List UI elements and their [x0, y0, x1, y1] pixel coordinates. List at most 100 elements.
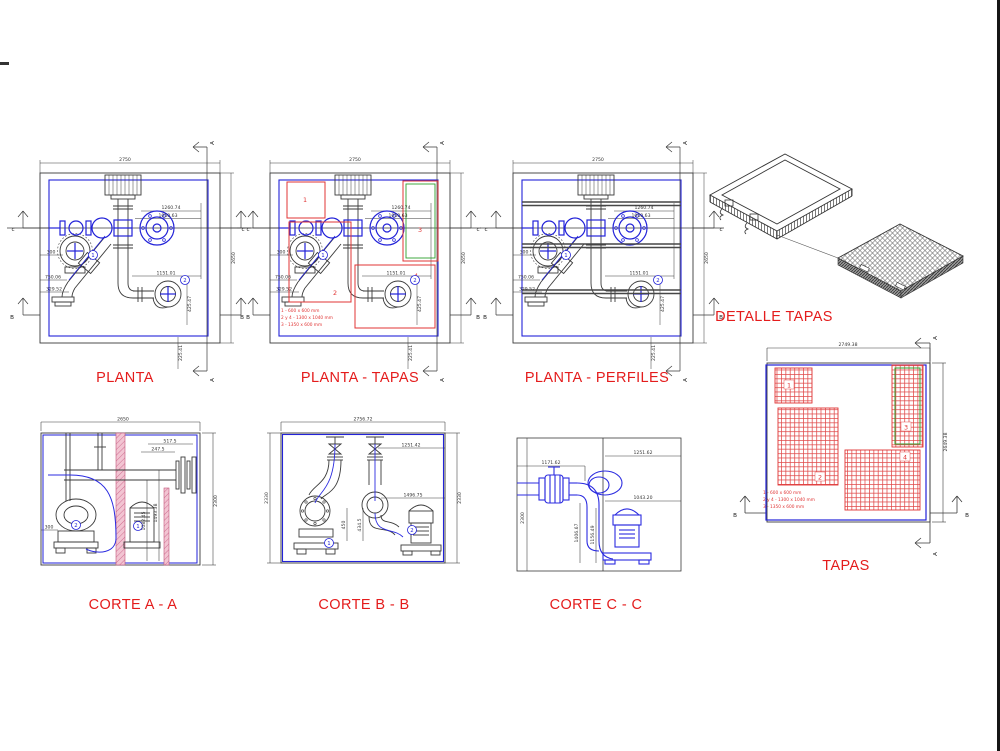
dim-label: 2330	[264, 492, 270, 504]
tapa-cover-iso	[837, 223, 964, 299]
tapas-section-letters: A A B B	[733, 336, 969, 556]
wall-column	[163, 487, 170, 566]
dim-label: 750.06	[275, 275, 291, 281]
title-planta: PLANTA	[96, 370, 154, 386]
planta-section-letters: A A c c B B	[10, 141, 250, 382]
dim-label: 1251.62	[634, 450, 653, 456]
planta-perfiles-view: 2750 1260.74 1050.63 300 750.06 329.52 1…	[479, 141, 725, 382]
section-letter-a: A	[440, 378, 446, 382]
dim-label: 2650	[117, 417, 129, 423]
dim-label: 1406.67	[574, 523, 580, 542]
dim-label: 425.47	[187, 296, 193, 312]
dim-label: 1050.63	[632, 213, 651, 219]
dim-label: 1050.63	[389, 213, 408, 219]
tapas-section-marks	[739, 337, 963, 549]
section-letter-b: B	[246, 315, 250, 321]
dim-label: 1050.63	[159, 213, 178, 219]
pump-tag: 1	[91, 253, 94, 259]
pump-tag: 1	[321, 253, 324, 259]
pump-tag: 2	[183, 278, 186, 284]
tapa-number: 1	[303, 196, 307, 204]
tapas-view: 1 2 3 4 1 - 600 x 600 mm 2 y 4 - 1300 x …	[733, 336, 969, 556]
dim-label: 2300	[213, 495, 219, 507]
planta-pump-tags: 1 2	[88, 250, 190, 285]
section-letter-b: B	[10, 315, 14, 321]
corte-b-blue-pipe	[314, 443, 404, 538]
dim-label: 1156.49	[590, 525, 596, 544]
dim-label: 329.52	[519, 287, 535, 293]
tapas-dim-labels: 2749.38 2649.38	[839, 342, 950, 452]
dim-label: 1151.01	[630, 271, 649, 277]
section-letter-a: A	[683, 378, 689, 382]
dim-label: 2756.72	[354, 417, 373, 423]
dim-label: 1260.74	[635, 205, 654, 211]
dim-label: 2650	[231, 252, 237, 264]
dim-label: 425.47	[417, 296, 423, 312]
planta-dimensions: 2750 1260.74 1050.63 300 750.06 329.52 1…	[45, 157, 237, 361]
pump-tag: 2	[656, 278, 659, 284]
tapa-number: 2	[818, 474, 822, 482]
dim-label: 2750	[592, 157, 604, 163]
planta-tapas-section-letters: A A c c B B	[240, 141, 480, 382]
corte-a-blue-pipe	[48, 474, 117, 553]
tapa-number: 4	[903, 454, 907, 462]
dim-label: 2300	[520, 512, 526, 524]
section-letter-a: A	[683, 141, 689, 145]
viewport-right-edge	[997, 0, 1000, 751]
corte-c-dim-lines	[517, 438, 681, 571]
section-letter-a: A	[210, 378, 216, 382]
title-planta-perfiles: PLANTA - PERFILES	[524, 370, 670, 386]
section-letter-c: c	[11, 227, 14, 233]
tapa-number: 3	[904, 424, 908, 432]
dim-label: 425.47	[660, 296, 666, 312]
dim-label: 2749.38	[839, 342, 858, 348]
dim-label: 300	[277, 250, 286, 256]
title-corte-a: CORTE A - A	[88, 597, 178, 613]
planta-tapas-dimensions: 2750 1260.74 1050.63 300 750.06 329.52 1…	[275, 157, 467, 361]
dim-label: 300	[47, 250, 56, 256]
dim-label: 517.5	[163, 439, 176, 445]
section-letter-b: B	[965, 513, 969, 519]
dim-label: 1082.45	[141, 511, 147, 530]
section-letter-c: c	[476, 227, 479, 233]
corte-c-view: 1171.62 1251.62 1043.20 2300 1406.67 115…	[516, 437, 682, 572]
section-letter-b: B	[733, 513, 737, 519]
dim-label: 1260.74	[162, 205, 181, 211]
tapas-legend: 1 - 600 x 600 mm 2 y 4 - 1300 x 1040 mm …	[763, 490, 815, 510]
pump-tag: 2	[410, 528, 413, 534]
legend-line: 3 - 1350 x 600 mm	[763, 504, 804, 510]
frame-hinges	[719, 199, 759, 235]
tapa-number: 2	[333, 289, 337, 297]
corte-c-piping	[517, 466, 652, 565]
tapa-grids	[774, 364, 924, 511]
section-letter-a: A	[210, 141, 216, 145]
dim-label: 2330	[457, 492, 463, 504]
tapas-dim-lines	[766, 347, 946, 523]
title-corte-c: CORTE C - C	[549, 597, 643, 613]
dim-label: 1496.75	[404, 493, 423, 499]
legend-line: 2 y 4 - 1300 x 1040 mm	[281, 315, 333, 321]
section-letter-b: B	[476, 315, 480, 321]
corte-a-pump-tags: 2 1	[71, 520, 143, 531]
tapa-number: 1	[787, 382, 791, 390]
tapa-frame-iso	[709, 153, 853, 240]
dim-label: 1151.01	[157, 271, 176, 277]
dim-label: 225.41	[178, 345, 184, 361]
pump-tag: 2	[413, 278, 416, 284]
dim-label: 2650	[704, 252, 710, 264]
dim-label: 1043.20	[634, 495, 653, 501]
dim-label: 1151.01	[387, 271, 406, 277]
corte-b-dim-labels: 2756.72 1251.42 1496.75 2330 2330 450 43…	[264, 417, 463, 532]
tapa-legend: 1 - 600 x 600 mm 2 y 4 - 1300 x 1040 mm …	[281, 308, 333, 328]
viewport-left-tick	[0, 62, 9, 65]
detalle-tapas-view	[709, 153, 964, 299]
section-letter-b: B	[483, 315, 487, 321]
dim-label: 225.41	[651, 345, 657, 361]
legend-line: 3 - 1350 x 600 mm	[281, 322, 322, 328]
section-letter-a: A	[933, 336, 939, 340]
legend-line: 1 - 600 x 600 mm	[763, 490, 801, 496]
corte-c-dim-labels: 1171.62 1251.62 1043.20 2300 1406.67 115…	[520, 450, 653, 545]
dim-label: 329.52	[276, 287, 292, 293]
dim-label: 225.41	[408, 345, 414, 361]
